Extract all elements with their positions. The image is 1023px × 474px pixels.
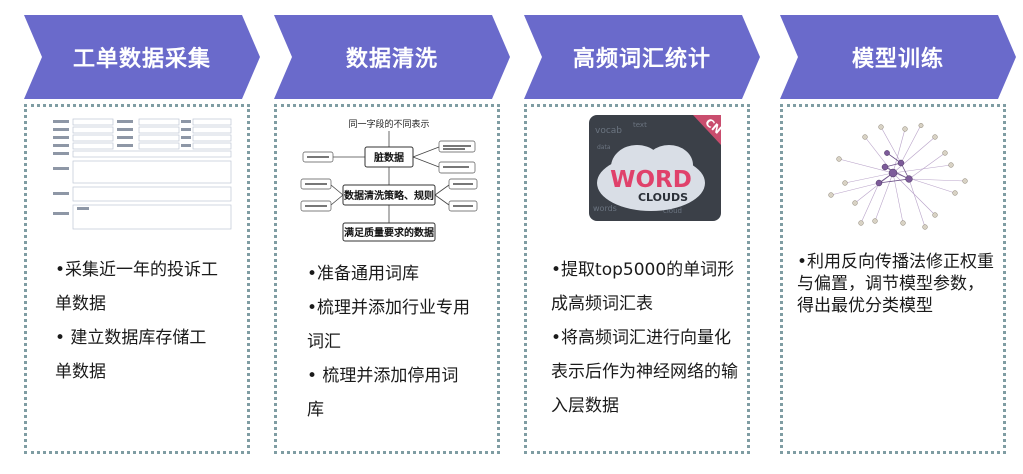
step-3-bullets: •提取top5000的单词形成高频词汇表 •将高频词汇进行向量化表示后作为神经网… <box>551 253 747 423</box>
svg-text:cloud: cloud <box>663 207 682 215</box>
word-cloud-title: WORD <box>610 167 692 193</box>
ticket-form-thumbnail <box>51 117 233 233</box>
step-4-panel: •利用反向传播法修正权重与偏置，调节模型参数，得出最优分类模型 <box>780 104 1006 454</box>
word-cloud-subtitle: CLOUDS <box>638 191 688 204</box>
bullet-item: •准备通用词库 <box>307 264 420 284</box>
svg-text:data: data <box>597 144 611 151</box>
bullet-item: • 建立数据库存储工单数据 <box>55 328 207 382</box>
diagram-heading: 同一字段的不同表示 <box>348 118 429 130</box>
bullet-item: •梳理并添加行业专用词汇 <box>307 298 471 352</box>
svg-text:vocab: vocab <box>595 126 622 136</box>
step-1-chevron: 工单数据采集 <box>24 15 260 99</box>
bullet-item: •将高频词汇进行向量化表示后作为神经网络的输入层数据 <box>551 328 738 416</box>
step-4-chevron: 模型训练 <box>780 15 1016 99</box>
step-1-bullets: •采集近一年的投诉工单数据 • 建立数据库存储工单数据 <box>55 253 223 389</box>
word-cloud-image: vocab text words cloud data CN WORD CLOU… <box>589 115 724 221</box>
neural-network-graph <box>825 123 971 231</box>
step-2-bullets: •准备通用词库 •梳理并添加行业专用词汇 • 梳理并添加停用词库 <box>307 257 475 427</box>
svg-text:text: text <box>633 121 647 129</box>
data-cleaning-diagram: 同一字段的不同表示 脏数据 数据清洗策略、规则 满足质量要求的数据 <box>299 117 481 243</box>
step-2-panel: 同一字段的不同表示 脏数据 数据清洗策略、规则 满足质量要求的数据 <box>274 104 500 454</box>
step-2-title: 数据清洗 <box>345 47 438 72</box>
chevron-shape <box>524 15 760 99</box>
bullet-item: •采集近一年的投诉工单数据 <box>55 260 219 314</box>
chevron-shape <box>274 15 510 99</box>
chevron-shape <box>24 15 260 99</box>
bullet-item: •提取top5000的单词形成高频词汇表 <box>551 260 735 314</box>
step-1-panel: •采集近一年的投诉工单数据 • 建立数据库存储工单数据 <box>24 104 250 454</box>
step-3-chevron: 高频词汇统计 <box>524 15 760 99</box>
step-3-title: 高频词汇统计 <box>572 47 711 72</box>
bullet-item: •利用反向传播法修正权重与偏置，调节模型参数，得出最优分类模型 <box>797 252 995 316</box>
step-4-bullets: •利用反向传播法修正权重与偏置，调节模型参数，得出最优分类模型 <box>797 251 997 317</box>
diagram-box-dirty-data: 脏数据 <box>374 151 404 164</box>
diagram-box-strategy: 数据清洗策略、规则 <box>344 189 434 202</box>
chevron-shape <box>780 15 1016 99</box>
step-2-chevron: 数据清洗 <box>274 15 510 99</box>
step-3-panel: vocab text words cloud data CN WORD CLOU… <box>524 104 750 454</box>
step-1-title: 工单数据采集 <box>72 47 211 72</box>
svg-text:words: words <box>593 204 617 213</box>
bullet-item: • 梳理并添加停用词库 <box>307 366 459 420</box>
diagram-box-quality-data: 满足质量要求的数据 <box>344 226 434 239</box>
step-4-title: 模型训练 <box>851 47 944 72</box>
